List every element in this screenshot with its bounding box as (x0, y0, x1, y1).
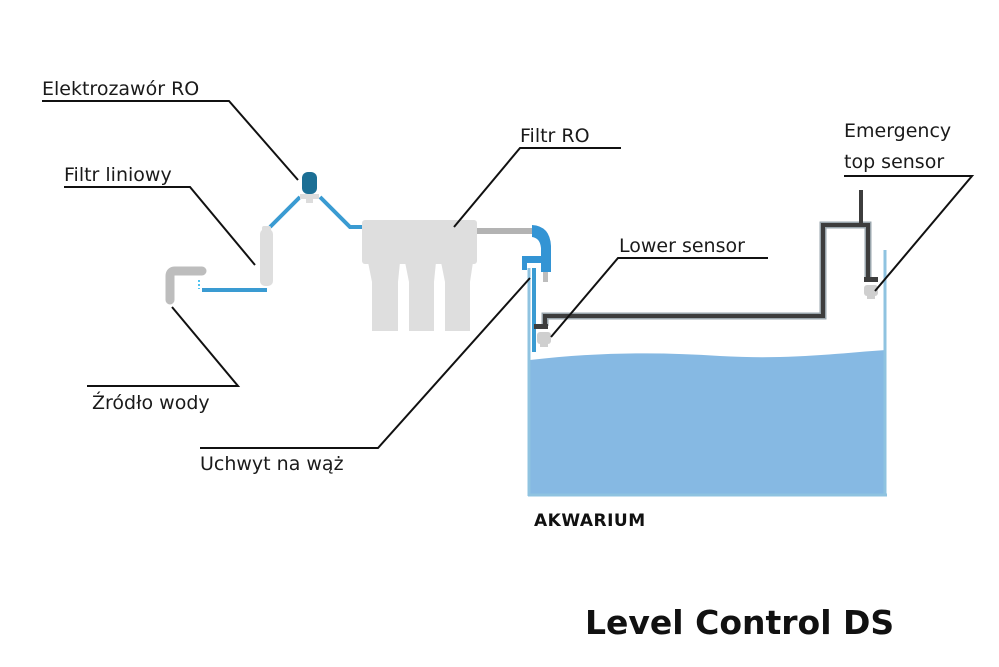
leader-lines (42, 100, 975, 449)
leader-hose-holder (200, 277, 531, 449)
diagram-title: Level Control DS (585, 603, 894, 642)
solenoid-valve-icon (300, 172, 319, 203)
label-solenoid-valve: Elektrozawór RO (42, 78, 199, 100)
label-aquarium: AKWARIUM (534, 511, 646, 531)
leader-inline-filter (64, 186, 256, 266)
hose-holder-icon (522, 225, 551, 282)
leader-emergency-sensor (844, 175, 975, 292)
aquarium-tank (527, 250, 887, 497)
label-water-source: Źródło wody (92, 391, 210, 414)
ro-filter-icon (362, 220, 477, 331)
label-emergency-sensor-line1: Emergency (844, 120, 951, 142)
leader-solenoid-valve (42, 100, 299, 181)
label-hose-holder: Uchwyt na wąż (200, 453, 344, 475)
leader-ro-filter (453, 147, 621, 228)
label-ro-filter: Filtr RO (520, 125, 590, 147)
label-lower-sensor: Lower sensor (619, 235, 745, 257)
leader-water-source (87, 306, 241, 387)
lower-sensor-icon (537, 332, 551, 347)
leader-lower-sensor (550, 257, 768, 338)
inline-filter-icon (260, 226, 273, 286)
emergency-top-sensor-icon (864, 285, 878, 299)
label-inline-filter: Filtr liniowy (64, 164, 172, 186)
sensor-wiring (534, 190, 878, 329)
water-source-faucet-icon (165, 266, 207, 305)
label-emergency-sensor-line2: top sensor (844, 151, 944, 173)
water (530, 350, 886, 494)
water-pipes (202, 195, 536, 352)
